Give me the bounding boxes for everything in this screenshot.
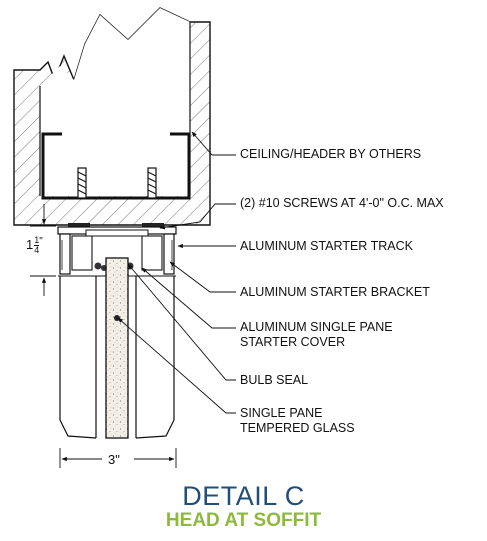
leader-lines [117,131,236,414]
screw-left [77,167,87,199]
height-den: 4 [34,245,40,255]
callout-bulb-seal: BULB SEAL [240,373,309,387]
height-num: 1 [34,235,40,246]
callout-starter-track: ALUMINUM STARTER TRACK [240,239,413,253]
tempered-glass [105,257,129,439]
header-channel [41,132,191,200]
callout-starter-bracket: ALUMINUM STARTER BRACKET [240,285,430,299]
detail-subtitle: HEAD AT SOFFIT [165,510,322,531]
callout-ceiling-header: CEILING/HEADER BY OTHERS [240,147,422,161]
dimension-width [59,448,177,468]
height-unit: " [39,236,43,247]
callout-screws: (2) #10 SCREWS AT 4'-0" O.C. MAX [240,196,444,210]
width-value: 3" [108,452,120,467]
screw-heads [68,223,164,229]
panel-frame [58,275,176,439]
height-whole: 1 [26,236,34,252]
screw-right [147,167,157,199]
callout-starter-cover: ALUMINUM SINGLE PANE STARTER COVER [240,320,393,349]
starter-bracket [71,229,163,271]
callout-tempered-glass: SINGLE PANE TEMPERED GLASS [240,406,355,435]
detail-title: DETAIL C [182,481,305,511]
dimension-height [30,204,56,296]
width-dimension-label: 3" [108,452,120,467]
